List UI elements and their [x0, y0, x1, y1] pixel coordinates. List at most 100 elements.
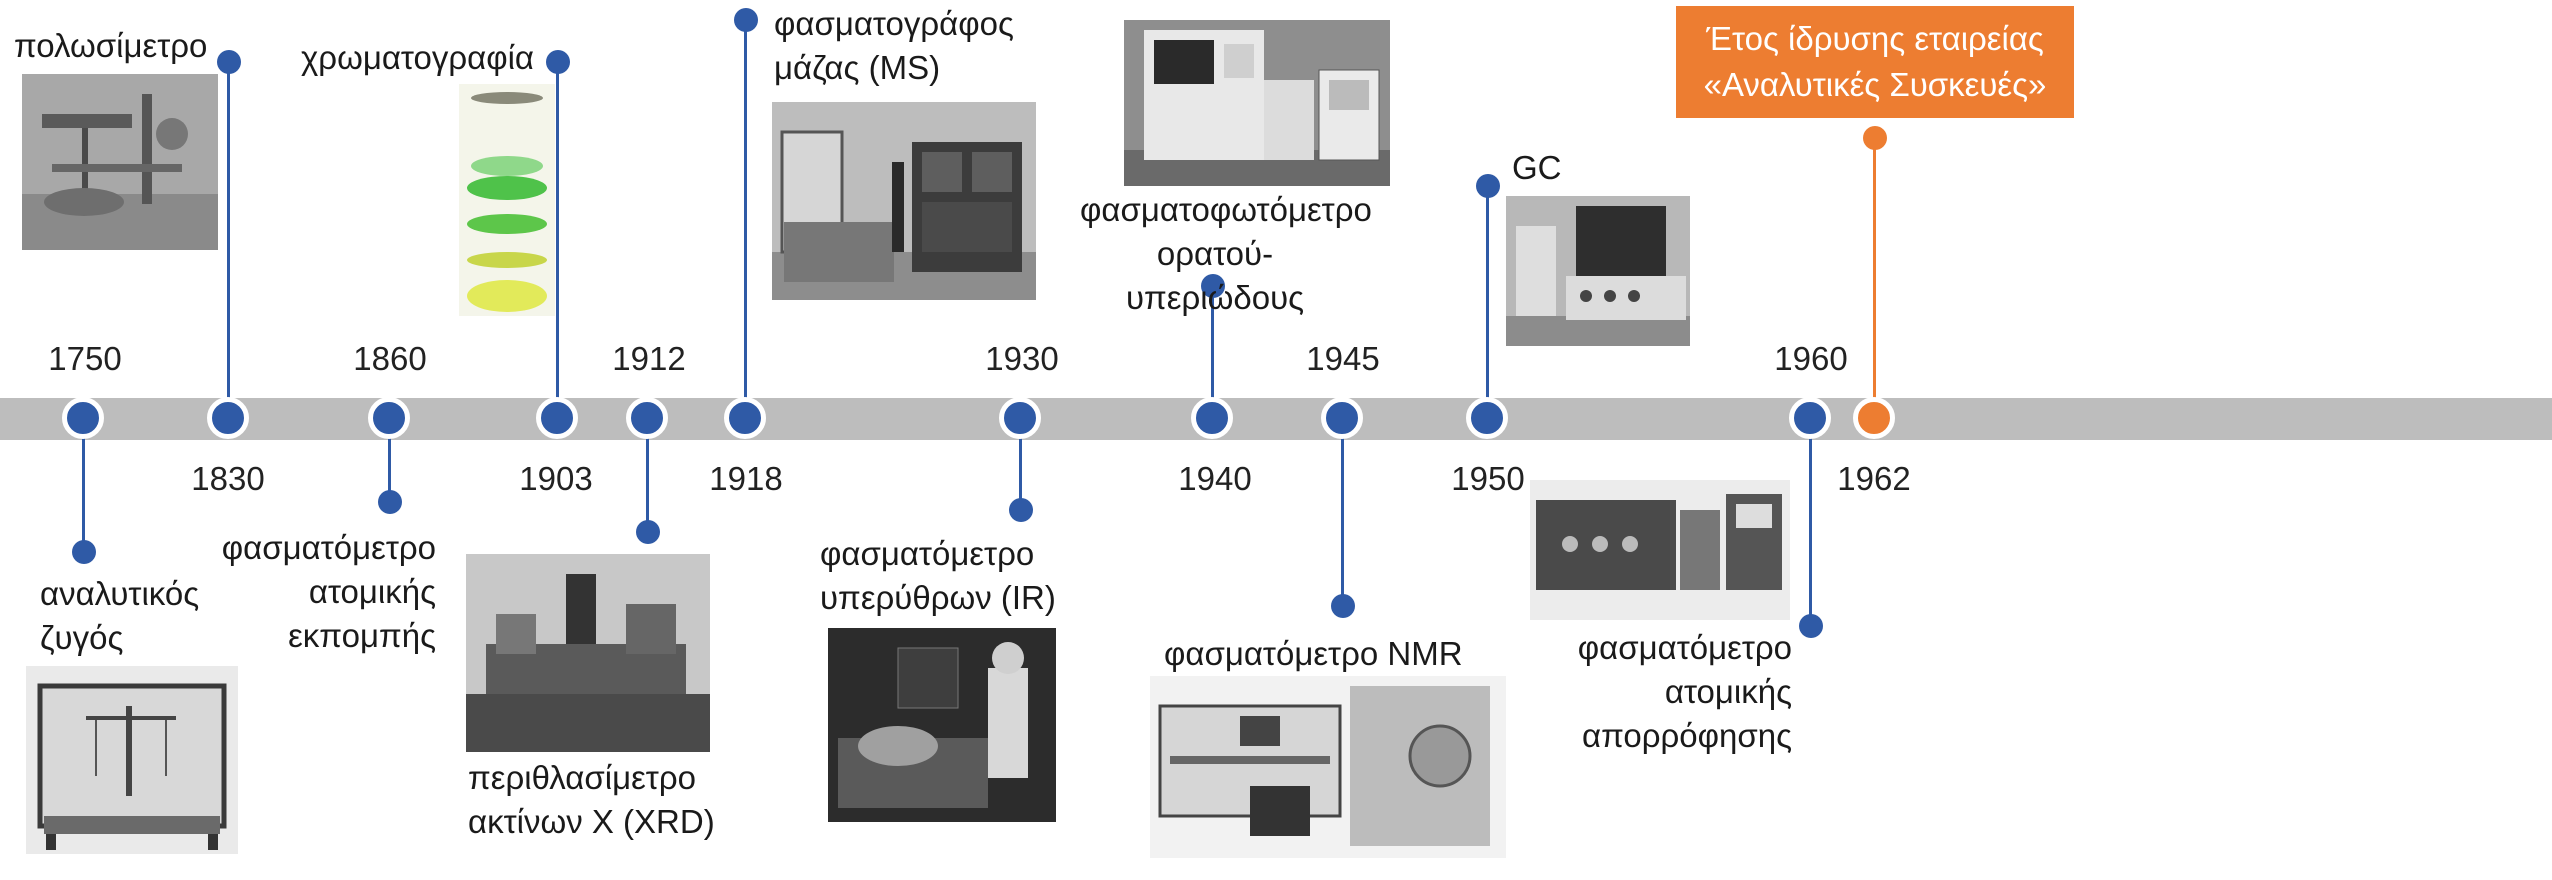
marker-tip — [546, 50, 570, 74]
connector-line — [556, 62, 559, 420]
event-label-line: φασματογράφος — [774, 5, 1014, 42]
event-label-line: ατομικής — [308, 573, 436, 610]
event-label-line: ορατού-υπεριώδους — [1125, 235, 1305, 316]
year-label: 1945 — [1306, 340, 1380, 377]
year-label: 1918 — [709, 460, 783, 497]
uv-vis-spectrophotometer-illustration — [1124, 20, 1390, 186]
aas-spectrometer-photo — [1530, 480, 1790, 620]
year-label: 1750 — [48, 340, 122, 377]
event-label-line: φασματόμετρο — [820, 535, 1035, 572]
marker-tip — [636, 520, 660, 544]
event-label-aes: φασματόμετρο ατομικής εκπομπής — [180, 526, 436, 658]
timeline-marker — [62, 397, 104, 439]
connector-line — [1341, 420, 1344, 606]
event-label-polarimeter: πολωσίμετρο — [14, 27, 208, 64]
event-label-line: χρωματογραφία — [300, 39, 534, 76]
event-label-line: ζυγός — [40, 619, 124, 656]
year-label: 1962 — [1837, 460, 1911, 497]
mass-spectrograph-illustration — [772, 102, 1036, 300]
connector-line — [744, 22, 747, 420]
connector-line — [388, 420, 391, 502]
marker-tip — [1799, 614, 1823, 638]
timeline-marker — [207, 397, 249, 439]
nmr-spectrometer-photo — [1150, 676, 1506, 858]
event-label-gc: GC — [1512, 149, 1562, 186]
timeline-bar — [0, 398, 2552, 440]
event-label-line: ακτίνων X (XRD) — [468, 803, 715, 840]
timeline-marker — [626, 397, 668, 439]
event-label-aas: φασματόμετρο ατομικής απορρόφησης — [1500, 626, 1792, 758]
event-label-line: μάζας (MS) — [774, 49, 941, 86]
year-label: 1930 — [985, 340, 1059, 377]
marker-tip — [1331, 594, 1355, 618]
marker-tip — [217, 50, 241, 74]
xrd-illustration — [466, 554, 710, 752]
year-label: 1950 — [1451, 460, 1525, 497]
event-label-uvvis: φασματοφωτόμετρο ορατού-υπεριώδους — [1080, 188, 1372, 320]
event-label-line: φασματόμετρο — [1577, 629, 1792, 666]
connector-line — [1809, 420, 1812, 626]
tlc-plate-photo — [459, 84, 555, 316]
company-founding-callout: Έτος ίδρυσης εταιρείας «Αναλυτικές Συσκε… — [1676, 6, 2074, 118]
connector-line — [1873, 138, 1876, 420]
nmr-spectrometer-illustration — [1150, 676, 1506, 858]
aas-spectrometer-illustration — [1530, 480, 1790, 620]
marker-tip — [1863, 126, 1887, 150]
event-label-line: εκπομπής — [288, 617, 436, 654]
year-label: 1940 — [1178, 460, 1252, 497]
timeline-marker — [724, 397, 766, 439]
event-label-line: περιθλασίμετρο — [468, 759, 696, 796]
timeline-marker — [1321, 397, 1363, 439]
polarimeter-photo — [22, 74, 218, 250]
event-label-ir: φασματόμετρο υπερύθρων (IR) — [820, 532, 1056, 620]
marker-tip — [378, 490, 402, 514]
gc-photo — [1506, 196, 1690, 346]
mass-spectrograph-photo — [772, 102, 1036, 300]
year-label: 1960 — [1774, 340, 1848, 377]
uv-vis-spectrophotometer-photo — [1124, 20, 1390, 186]
timeline-marker-highlight — [1853, 397, 1895, 439]
xrd-photo — [466, 554, 710, 752]
polarimeter-illustration — [22, 74, 218, 250]
connector-line — [1019, 420, 1022, 510]
ir-spectrometer-illustration — [828, 628, 1056, 822]
connector-line — [227, 62, 230, 420]
marker-tip — [1201, 274, 1225, 298]
year-label: 1903 — [519, 460, 593, 497]
event-label-nmr: φασματόμετρο NMR — [1164, 635, 1463, 672]
gc-illustration — [1506, 196, 1690, 346]
marker-tip — [1476, 174, 1500, 198]
year-label: 1912 — [612, 340, 686, 377]
marker-tip — [1009, 498, 1033, 522]
event-label-line: φασματοφωτόμετρο — [1080, 191, 1372, 228]
tlc-plate-illustration — [459, 84, 555, 316]
event-label-balance: αναλυτικός ζυγός — [40, 572, 199, 660]
marker-tip — [734, 8, 758, 32]
event-label-line: ατομικής — [1664, 673, 1792, 710]
analytical-balance-illustration — [26, 666, 238, 854]
connector-line — [1486, 186, 1489, 420]
connector-line — [646, 420, 649, 532]
ir-spectrometer-photo — [828, 628, 1056, 822]
connector-line — [82, 420, 85, 552]
event-label-line: απορρόφησης — [1581, 717, 1792, 754]
event-label-line: φασματόμετρο — [221, 529, 436, 566]
timeline-marker — [999, 397, 1041, 439]
timeline-marker — [536, 397, 578, 439]
year-label: 1860 — [353, 340, 427, 377]
connector-line — [1211, 286, 1214, 420]
event-label-line: αναλυτικός — [40, 575, 200, 612]
marker-tip — [72, 540, 96, 564]
callout-line: «Αναλυτικές Συσκευές» — [1703, 66, 2047, 103]
callout-line: Έτος ίδρυσης εταιρείας — [1706, 20, 2044, 57]
timeline-marker — [1191, 397, 1233, 439]
timeline-marker — [1466, 397, 1508, 439]
event-label-xrd: περιθλασίμετρο ακτίνων X (XRD) — [468, 756, 715, 844]
event-label-ms: φασματογράφος μάζας (MS) — [774, 2, 1014, 90]
timeline-marker — [368, 397, 410, 439]
timeline-marker — [1789, 397, 1831, 439]
event-label-line: υπερύθρων (IR) — [820, 579, 1056, 616]
analytical-balance-photo — [26, 666, 238, 854]
year-label: 1830 — [191, 460, 265, 497]
